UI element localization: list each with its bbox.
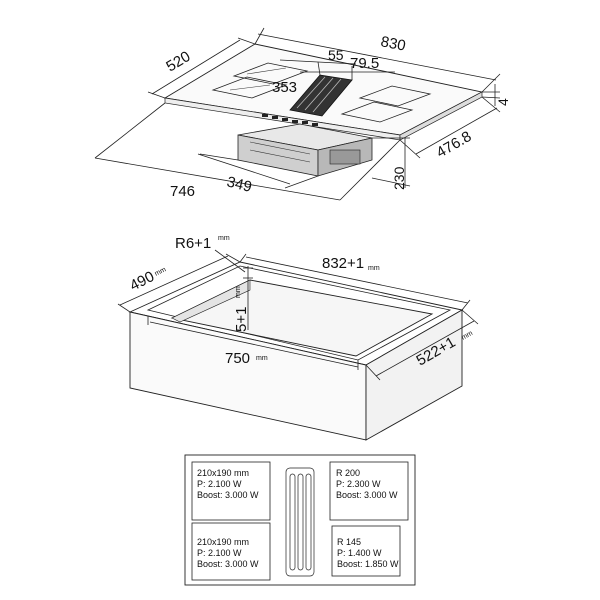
dim-830: 830 (379, 33, 407, 54)
top-dimension-lines (94, 27, 501, 201)
cooktop-perspective: 830 520 55 79.5 353 4 476.8 230 349 746 (94, 27, 511, 201)
dim-55: 55 (328, 47, 344, 63)
zone-layout: 210x190 mm P: 2.100 W Boost: 3.000 W 210… (184, 454, 416, 586)
zone-tl-power: P: 2.100 W (197, 479, 242, 489)
dim-750-unit: mm (256, 355, 268, 362)
zone-box-bottom-left (191, 522, 271, 581)
vent-slots (285, 467, 315, 577)
recess-outline (146, 265, 452, 361)
zone-tr-size: R 200 (336, 468, 360, 478)
motor-unit (237, 123, 373, 177)
dim-349: 349 (225, 173, 253, 196)
cutout-dimension-lines (117, 249, 479, 381)
dim-230: 230 (391, 166, 407, 190)
zone-tl-size: 210x190 mm (197, 468, 249, 478)
dim-476-8: 476.8 (434, 128, 475, 161)
dim-522-unit: mm (461, 330, 475, 342)
zone-box-bottom-right (331, 525, 401, 577)
zone-outline-back-right (358, 85, 432, 107)
zone-outline-front-left (211, 76, 288, 99)
zone-tr-power: P: 2.300 W (336, 479, 381, 489)
zone-tr-boost: Boost: 3.000 W (336, 490, 398, 500)
zone-bl-boost: Boost: 3.000 W (197, 559, 259, 569)
cutout-perspective: R6+1 mm 832+1 mm 490 mm 5+1 mm 750 mm 52… (117, 235, 479, 441)
dim-recess: 5+1 (233, 307, 250, 332)
dim-746: 746 (170, 183, 195, 200)
zone-br-size: R 145 (337, 537, 361, 547)
worktop-side (365, 309, 463, 441)
zone-br-power: P: 1.400 W (337, 548, 382, 558)
dim-79-5: 79.5 (350, 55, 379, 72)
dim-4: 4 (495, 98, 511, 106)
zone-bl-size: 210x190 mm (197, 537, 249, 547)
dim-r6: R6+1 (175, 235, 211, 252)
dim-recess-unit: mm (235, 286, 242, 298)
zone-outline-back-left (232, 62, 309, 85)
zone-tl-boost: Boost: 3.000 W (197, 490, 259, 500)
dim-r6-unit: mm (218, 235, 230, 242)
zone-bl-power: P: 2.100 W (197, 548, 242, 558)
dim-750: 750 (225, 350, 250, 367)
zone-br-boost: Boost: 1.850 W (337, 559, 399, 569)
cutout-inner-wall (171, 279, 251, 323)
dim-353: 353 (272, 79, 297, 96)
dim-832-unit: mm (368, 265, 380, 272)
zone-outline-front-right (340, 101, 414, 123)
dim-832: 832+1 (322, 255, 364, 272)
zone-box-top-left (191, 461, 271, 521)
control-panel (262, 114, 318, 126)
zone-box-top-right (329, 461, 409, 521)
dim-490-unit: mm (154, 266, 168, 278)
